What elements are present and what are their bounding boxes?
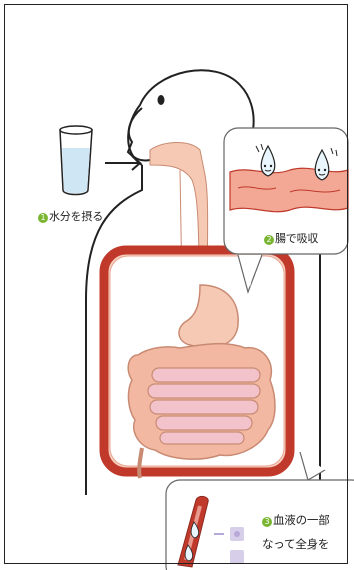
step2-badge: 2 <box>264 235 274 245</box>
step2-label: 2腸で吸収 <box>264 232 318 246</box>
step3-text-line1: 血液の一部 <box>273 513 330 527</box>
step3-badge: 3 <box>262 517 272 527</box>
step3-text-line2: なって全身を <box>262 537 329 551</box>
callout-pointer-3 <box>300 452 325 480</box>
step3-label-line2: なって全身を <box>262 537 329 551</box>
step1-text: 水分を摂る <box>49 210 103 223</box>
eye <box>158 95 165 105</box>
step3-label: 3血液の一部 <box>262 513 330 527</box>
arrow-right-icon <box>105 156 140 170</box>
step1-badge: 1 <box>38 213 48 223</box>
water-glass-icon <box>60 126 92 195</box>
step1-label: 1水分を摂る <box>38 210 103 224</box>
step2-text: 腸で吸収 <box>275 232 318 245</box>
